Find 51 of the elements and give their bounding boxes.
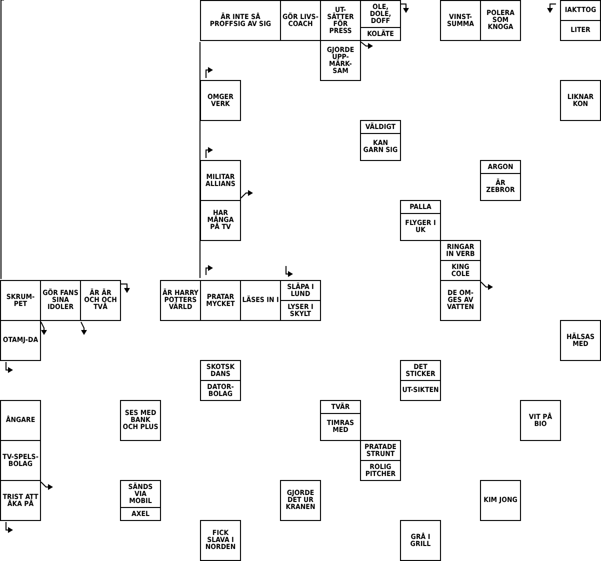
clue-cell <box>320 40 361 81</box>
clue-cell <box>400 200 441 214</box>
clue-cell <box>0 440 41 481</box>
clue-cell <box>200 360 241 381</box>
clue-cell <box>360 27 401 41</box>
clue-cell <box>280 480 321 521</box>
clue-cell <box>120 400 161 441</box>
clue-cell <box>440 0 481 41</box>
clue-cell <box>200 200 241 241</box>
clue-cell <box>120 480 161 508</box>
clue-cell <box>400 213 441 241</box>
clue-cell <box>440 260 481 281</box>
clue-cell <box>240 280 281 321</box>
clue-cell <box>360 133 401 161</box>
clue-cell <box>400 520 441 561</box>
clue-cell <box>200 380 241 401</box>
clue-cell <box>480 160 521 174</box>
clue-cell <box>480 480 521 521</box>
clue-cell <box>360 120 401 134</box>
clue-cell <box>520 400 561 441</box>
clue-cell <box>280 300 321 321</box>
clue-cell <box>0 480 41 521</box>
clue-cell <box>0 280 41 321</box>
clue-cell <box>360 460 401 481</box>
clue-cell <box>200 520 241 561</box>
clue-cell <box>0 320 41 361</box>
clue-cell <box>40 280 81 321</box>
clue-cell <box>440 280 481 321</box>
clue-cell <box>160 280 201 321</box>
clue-cell <box>360 0 401 28</box>
clue-cell <box>320 413 361 441</box>
clue-cell <box>200 280 241 321</box>
clue-cell <box>200 80 241 121</box>
clue-cell <box>200 160 241 201</box>
clue-cell <box>80 280 121 321</box>
clue-cell <box>480 173 521 201</box>
clue-cell <box>560 0 601 21</box>
clue-cell <box>400 380 441 401</box>
clue-cell <box>0 400 41 441</box>
clue-cell <box>280 280 321 301</box>
clue-cell <box>320 400 361 414</box>
clue-cell <box>560 20 601 41</box>
clue-cell <box>480 0 521 41</box>
clue-cell <box>560 80 601 121</box>
clue-cell <box>400 360 441 381</box>
clue-cell <box>440 240 481 261</box>
clue-cell <box>120 507 161 521</box>
clue-cell <box>200 0 281 41</box>
clue-cell <box>280 0 321 41</box>
clue-cell <box>360 440 401 461</box>
clue-cell <box>560 320 601 361</box>
